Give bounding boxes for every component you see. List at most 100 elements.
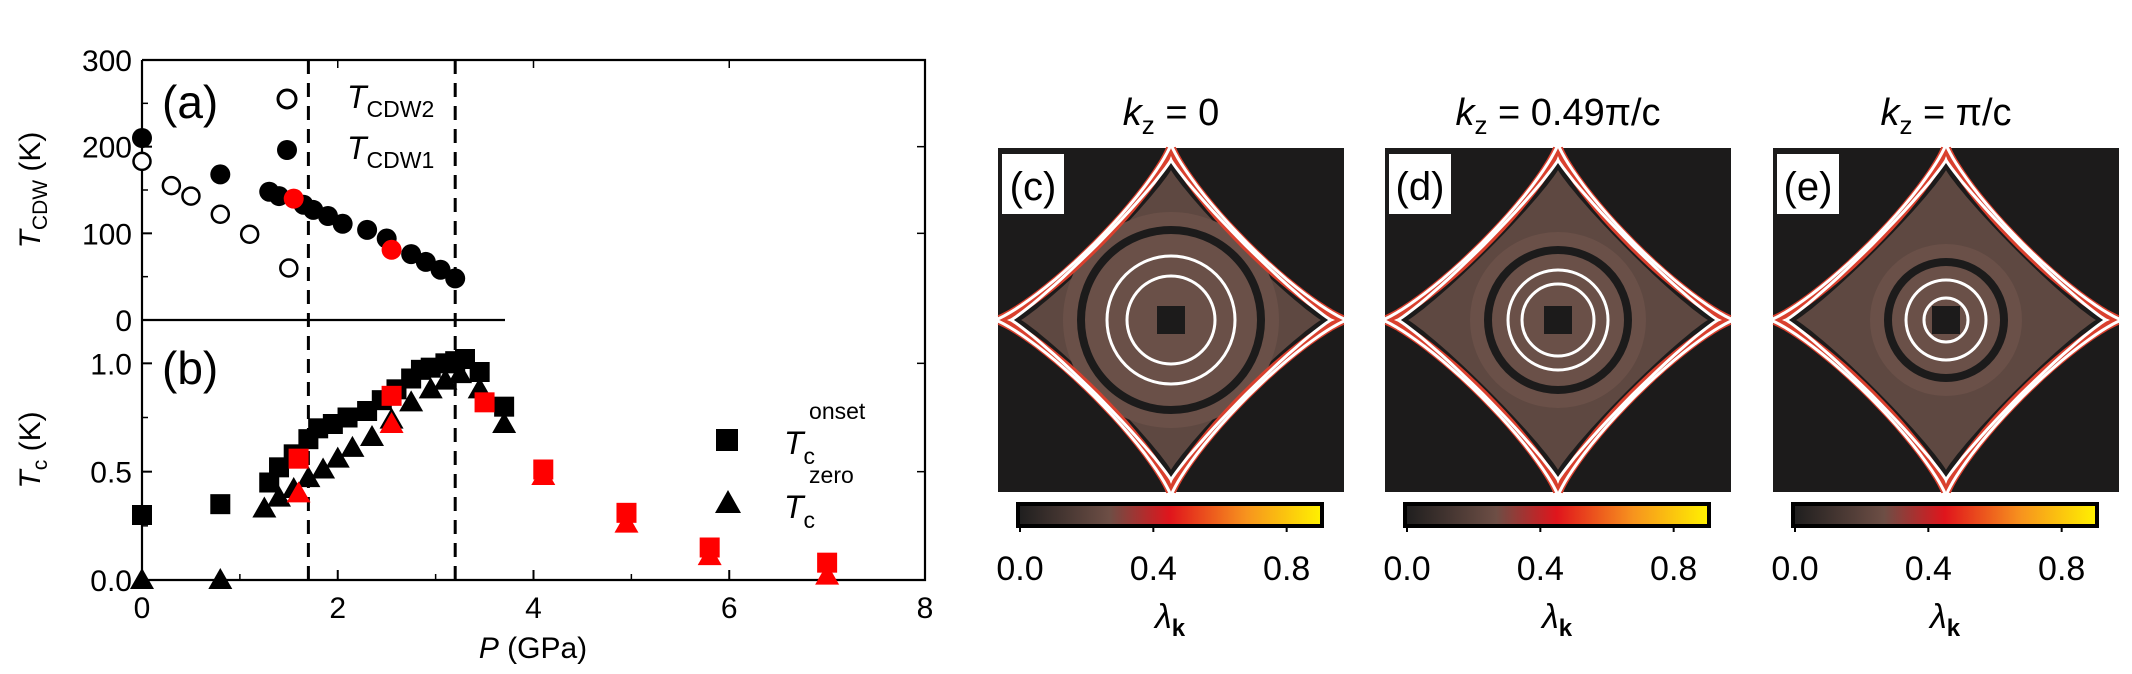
point-a-s2-1 bbox=[381, 239, 402, 260]
colorbar-1 bbox=[1403, 502, 1711, 528]
map-title-rest-2: = π/c bbox=[1912, 92, 2011, 134]
map-white-ring-b-2 bbox=[1922, 296, 1970, 344]
colorbar-tick-label-1-2: 0.8 bbox=[1650, 550, 1697, 588]
x-axis-title: P (GPa) bbox=[479, 632, 587, 665]
data-points-a bbox=[132, 128, 466, 289]
map-dark-ring-2 bbox=[1884, 258, 2008, 382]
ytick-label-b-2: 1.0 bbox=[90, 348, 132, 381]
map-title-2: kz = π/c bbox=[1880, 92, 2011, 140]
point-b-s1-1 bbox=[208, 568, 233, 589]
y-axis-title-b-sub: c bbox=[29, 460, 52, 471]
data-points-b bbox=[130, 349, 840, 589]
colorbar-label-main-0: λ bbox=[1153, 598, 1172, 636]
colorbar-tick-label-2-2: 0.8 bbox=[2038, 550, 2085, 588]
legend-marker-square bbox=[716, 429, 738, 451]
ytick-label-a-1: 100 bbox=[82, 218, 132, 251]
map-white-ring-b-0 bbox=[1125, 274, 1217, 366]
legend-label-tc-onset: Tconset bbox=[784, 398, 866, 469]
map-title-1: kz = 0.49π/c bbox=[1455, 92, 1660, 140]
point-b-s3-3 bbox=[614, 511, 639, 533]
map-white-contour-outer-1 bbox=[1381, 143, 1735, 497]
point-a-s1-6 bbox=[317, 206, 338, 226]
colorbar-0 bbox=[1016, 502, 1324, 528]
point-b-s1-3 bbox=[267, 485, 292, 507]
legend-b: Tconset Tczero bbox=[715, 398, 866, 533]
legend-label-tc-zero: Tczero bbox=[784, 462, 854, 533]
y-ticks-b: 0.0 0.5 1.0 bbox=[90, 348, 925, 598]
map-white-ring-a-0 bbox=[1105, 254, 1237, 386]
ytick-label-a-0: 0 bbox=[115, 305, 132, 338]
map-white-contour-outer-2 bbox=[1769, 143, 2123, 497]
legend-marker-triangle bbox=[715, 490, 741, 513]
legend-label-tcdw1: TCDW1 bbox=[347, 130, 434, 173]
y-ticks-a: 0 100 200 300 bbox=[82, 45, 925, 338]
point-b-s1-14 bbox=[448, 362, 473, 384]
point-a-s1-11 bbox=[415, 251, 436, 272]
map-title-k-2: k bbox=[1880, 92, 1901, 134]
point-a-s1-0 bbox=[132, 128, 152, 148]
point-b-s0-0 bbox=[132, 505, 152, 525]
ytick-label-b-1: 0.5 bbox=[90, 457, 132, 490]
point-b-s3-0 bbox=[286, 481, 311, 503]
map-center-dot-1 bbox=[1544, 306, 1572, 334]
y-axis-title-a-sub: CDW bbox=[29, 180, 52, 230]
point-a-s1-1 bbox=[210, 164, 231, 185]
map-center-dot-0 bbox=[1157, 306, 1185, 334]
colorbar-tick-label-1-1: 0.4 bbox=[1517, 550, 1564, 588]
ytick-label-b-0: 0.0 bbox=[90, 565, 132, 598]
point-a-s1-7 bbox=[332, 213, 353, 234]
point-b-s1-12 bbox=[418, 377, 443, 399]
xtick-label-3: 6 bbox=[721, 592, 738, 625]
point-b-s1-7 bbox=[325, 446, 350, 468]
point-b-s0-18 bbox=[469, 362, 490, 382]
point-b-s0-2 bbox=[259, 472, 280, 493]
point-b-s3-4 bbox=[697, 544, 722, 566]
xtick-label-1: 2 bbox=[329, 592, 346, 625]
panel-label-b: (b) bbox=[162, 342, 218, 394]
y-axis-title-b: Tc (K) bbox=[14, 411, 52, 488]
point-a-s0-1 bbox=[161, 175, 182, 196]
point-b-s1-0 bbox=[130, 568, 154, 589]
point-a-s0-4 bbox=[239, 224, 260, 244]
colorbar-tick-label-0-0: 0.0 bbox=[996, 550, 1043, 588]
map-title-rest-1: = 0.49π/c bbox=[1487, 92, 1660, 134]
map-white-ring-a-2 bbox=[1904, 278, 1988, 362]
point-b-s3-2 bbox=[531, 464, 556, 485]
colorbar-label-sub-2: k bbox=[1947, 615, 1961, 642]
map-label-2: (e) bbox=[1784, 165, 1833, 209]
point-b-s0-8 bbox=[337, 407, 358, 428]
map-white-ring-b-1 bbox=[1520, 282, 1596, 358]
point-a-s0-3 bbox=[210, 204, 231, 225]
point-b-s2-1 bbox=[381, 385, 402, 406]
map-dark-ring-1 bbox=[1484, 246, 1632, 394]
ytick-label-a-3: 300 bbox=[82, 45, 132, 78]
point-b-s1-5 bbox=[296, 466, 321, 488]
colorbar-label-main-1: λ bbox=[1540, 598, 1559, 636]
svg-text:Tc (K): Tc (K) bbox=[14, 411, 52, 488]
point-b-s2-6 bbox=[817, 552, 838, 573]
legend-a: TCDW2 TCDW1 bbox=[276, 79, 434, 173]
colorbar-label-0: λk bbox=[1153, 598, 1186, 642]
colorbar-tick-label-1-0: 0.0 bbox=[1383, 550, 1430, 588]
y-axis-title-a-unit: (K) bbox=[14, 132, 47, 180]
y-axis-title-b-unit: (K) bbox=[14, 411, 47, 459]
colorbar-label-2: λk bbox=[1928, 598, 1961, 642]
legend-marker-filled-circle bbox=[277, 140, 297, 160]
colorbar-tick-label-0-2: 0.8 bbox=[1263, 550, 1310, 588]
point-a-s0-2 bbox=[181, 186, 201, 206]
point-b-s1-2 bbox=[252, 496, 277, 518]
y-axis-title-a-main: T bbox=[14, 227, 47, 248]
map-title-0: kz = 0 bbox=[1123, 92, 1219, 140]
colorbar-label-main-2: λ bbox=[1928, 598, 1947, 636]
colorbar-2 bbox=[1791, 502, 2099, 528]
map-label-box-0 bbox=[1002, 154, 1064, 214]
point-b-s1-9 bbox=[360, 425, 385, 446]
point-b-s2-0 bbox=[288, 448, 309, 469]
point-a-s1-13 bbox=[445, 268, 466, 289]
ytick-label-a-2: 200 bbox=[82, 132, 132, 165]
legend-marker-open-circle bbox=[276, 88, 298, 110]
